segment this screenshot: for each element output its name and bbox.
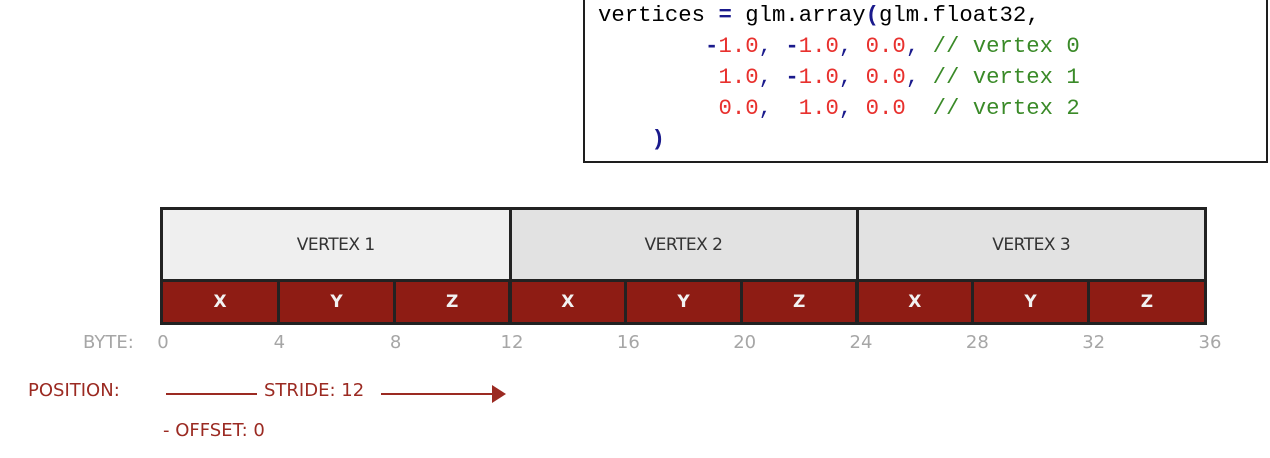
code-line: 1.0, -1.0, 0.0, // vertex 1	[598, 62, 1080, 93]
code-token-op: )	[651, 126, 665, 152]
stride-line-left	[166, 393, 257, 395]
vertex-header-cell: VERTEX 2	[511, 210, 856, 279]
code-snippet: vertices = glm.array(glm.float32, -1.0, …	[583, 0, 1268, 163]
byte-offset-label: 20	[733, 332, 757, 353]
code-line: 0.0, 1.0, 0.0 // vertex 2	[598, 93, 1080, 124]
code-token-plain	[598, 64, 718, 90]
code-token-num: 0.0	[865, 64, 906, 90]
code-token-num: 1.0	[798, 95, 839, 121]
stride-label: STRIDE: 12	[264, 380, 365, 401]
code-token-plain	[598, 95, 718, 121]
component-cell-y: Y	[974, 282, 1087, 322]
code-token-comment: // vertex 1	[932, 64, 1080, 90]
code-token-num: 1.0	[718, 64, 759, 90]
code-token-punct: ,	[758, 64, 786, 90]
code-token-plain	[598, 126, 652, 152]
offset-label: - OFFSET: 0	[163, 420, 265, 441]
code-token-punct: ,	[905, 64, 933, 90]
code-token-plain: glm.array	[731, 2, 866, 28]
component-cell-y: Y	[627, 282, 740, 322]
code-token-punct: ,	[758, 33, 786, 59]
byte-offset-label: 36	[1198, 332, 1222, 353]
code-token-plain: glm.float32,	[879, 2, 1040, 28]
byte-offset-label: 28	[965, 332, 989, 353]
component-cell-x: X	[858, 282, 972, 322]
byte-offset-label: 8	[389, 332, 402, 353]
code-token-punct: ,	[838, 95, 866, 121]
vertex-header-cell: VERTEX 1	[163, 210, 509, 279]
code-token-plain: vertices	[598, 2, 719, 28]
byte-offset-label: 12	[500, 332, 524, 353]
code-token-op: -	[705, 33, 719, 59]
code-token-punct: ,	[905, 33, 933, 59]
code-token-num: 0.0	[865, 95, 906, 121]
code-token-op: -	[785, 33, 799, 59]
stride-line-right	[381, 393, 494, 395]
code-token-plain	[906, 95, 933, 121]
vertex-header-cell: VERTEX 3	[858, 210, 1204, 279]
code-token-comment: // vertex 2	[932, 95, 1080, 121]
code-token-op: (	[865, 2, 880, 28]
component-cell-z: Z	[1089, 282, 1204, 322]
component-cell-y: Y	[280, 282, 393, 322]
code-token-punct: ,	[838, 64, 866, 90]
code-token-plain	[598, 33, 705, 59]
position-label: POSITION:	[28, 380, 120, 401]
byte-offset-label: 16	[616, 332, 640, 353]
code-token-num: 1.0	[718, 33, 759, 59]
code-token-comment: // vertex 0	[932, 33, 1080, 59]
code-line: -1.0, -1.0, 0.0, // vertex 0	[598, 31, 1080, 62]
byte-offset-label: 0	[157, 332, 169, 353]
code-line: )	[598, 124, 665, 155]
code-line: vertices = glm.array(glm.float32,	[598, 0, 1040, 31]
component-cell-z: Z	[395, 282, 509, 322]
code-token-num: 0.0	[865, 33, 906, 59]
byte-offset-label: 4	[273, 332, 286, 353]
code-token-num: 0.0	[718, 95, 759, 121]
byte-axis-title: BYTE:	[83, 332, 134, 353]
code-token-num: 1.0	[798, 33, 839, 59]
code-token-punct: ,	[838, 33, 866, 59]
code-token-punct: ,	[758, 95, 799, 121]
code-token-num: 1.0	[798, 64, 839, 90]
code-token-op: -	[785, 64, 799, 90]
component-cell-x: X	[511, 282, 625, 322]
byte-offset-label: 24	[849, 332, 873, 353]
stride-arrow-icon	[492, 385, 506, 403]
component-cell-z: Z	[742, 282, 856, 322]
component-cell-x: X	[163, 282, 278, 322]
code-token-op: =	[718, 2, 732, 28]
byte-offset-label: 32	[1082, 332, 1106, 353]
